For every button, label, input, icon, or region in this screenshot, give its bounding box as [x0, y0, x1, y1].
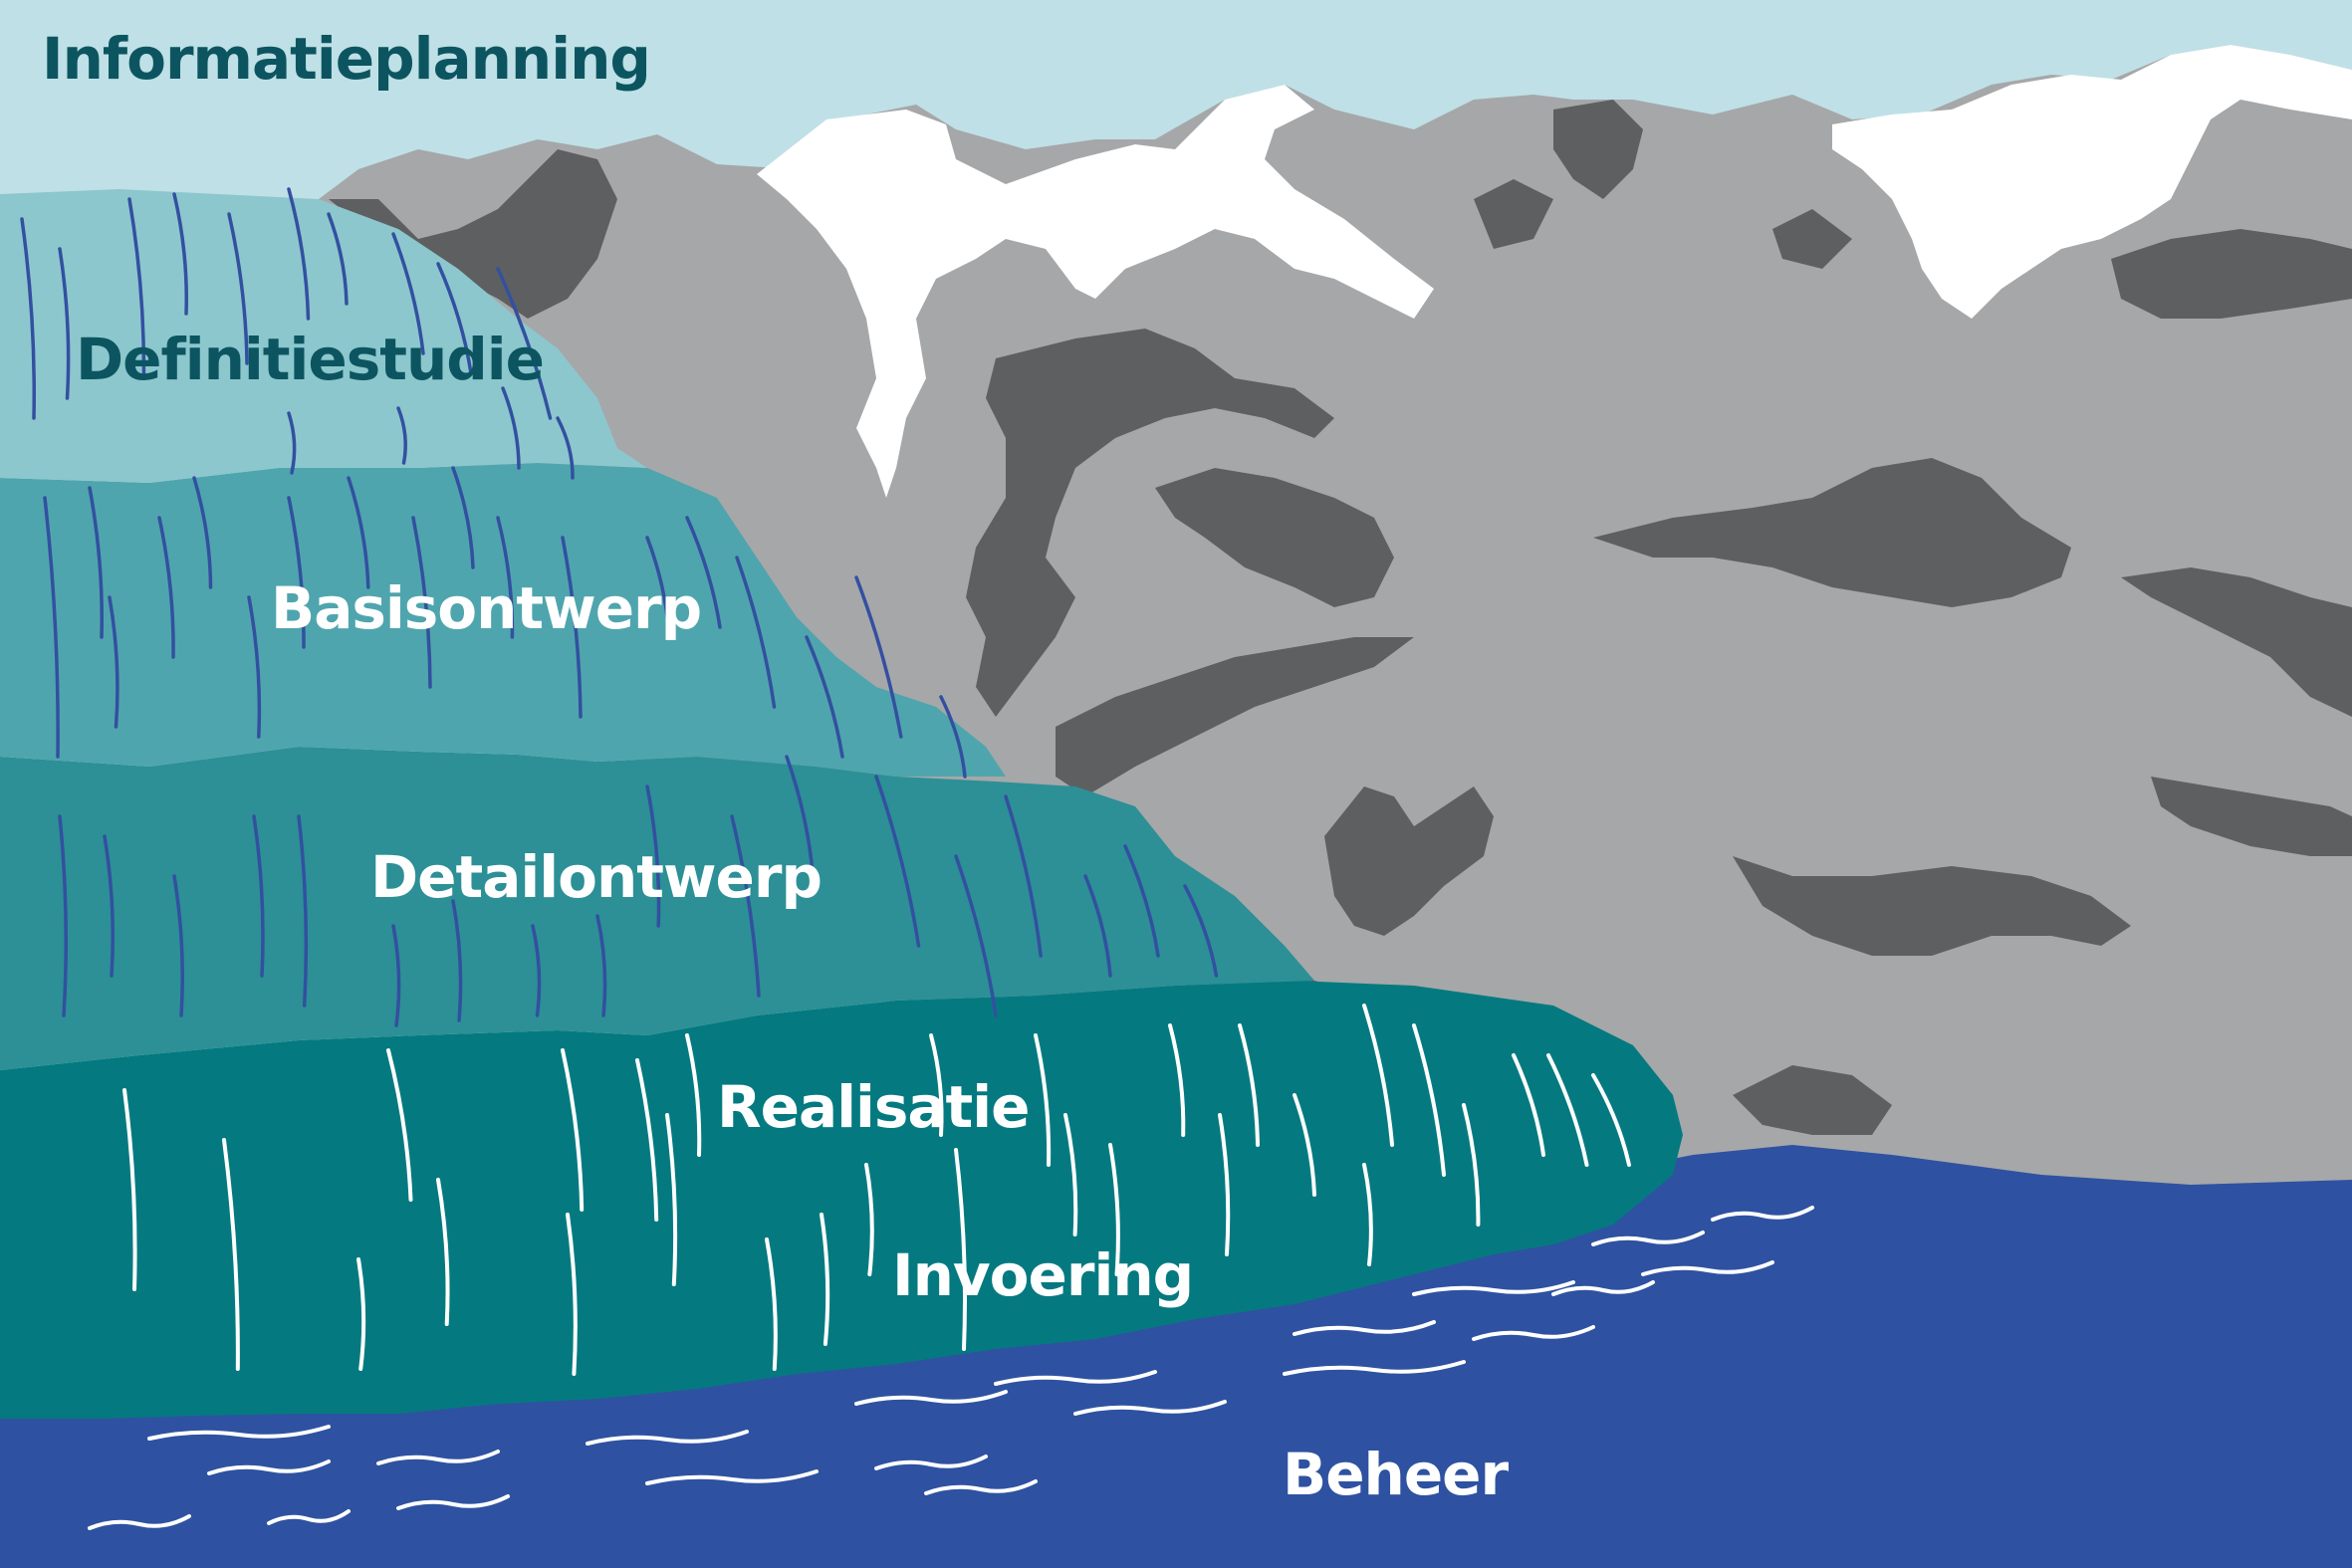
label-invoering: Invoering: [892, 1246, 1193, 1304]
label-definitiestudie: Definitiestudie: [76, 331, 544, 388]
label-beheer: Beheer: [1283, 1446, 1508, 1503]
label-basisontwerp: Basisontwerp: [271, 579, 701, 637]
label-informatieplanning: Informatieplanning: [42, 30, 650, 88]
label-detailontwerp: Detailontwerp: [370, 848, 822, 906]
label-realisatie: Realisatie: [717, 1078, 1030, 1136]
